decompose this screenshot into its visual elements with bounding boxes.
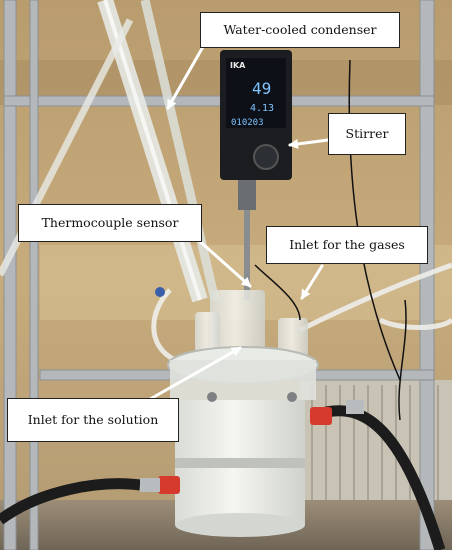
- brand-text: IKA: [230, 61, 246, 70]
- display-readout-2: 4.13: [250, 103, 274, 114]
- label-stirrer: Stirrer: [328, 113, 406, 155]
- stirrer-motor: IKA 49 4.13 010203: [220, 50, 292, 300]
- label-water-cooled-condenser: Water-cooled condenser: [200, 12, 400, 48]
- label-thermocouple-sensor: Thermocouple sensor: [18, 204, 202, 242]
- display-readout-3: 010203: [231, 118, 264, 128]
- label-inlet-solution: Inlet for the solution: [7, 398, 179, 442]
- stirrer-knob: [253, 144, 279, 170]
- hose-connectors: [0, 287, 446, 550]
- label-inlet-gases: Inlet for the gases: [266, 226, 428, 264]
- display-readout-1: 49: [252, 79, 271, 98]
